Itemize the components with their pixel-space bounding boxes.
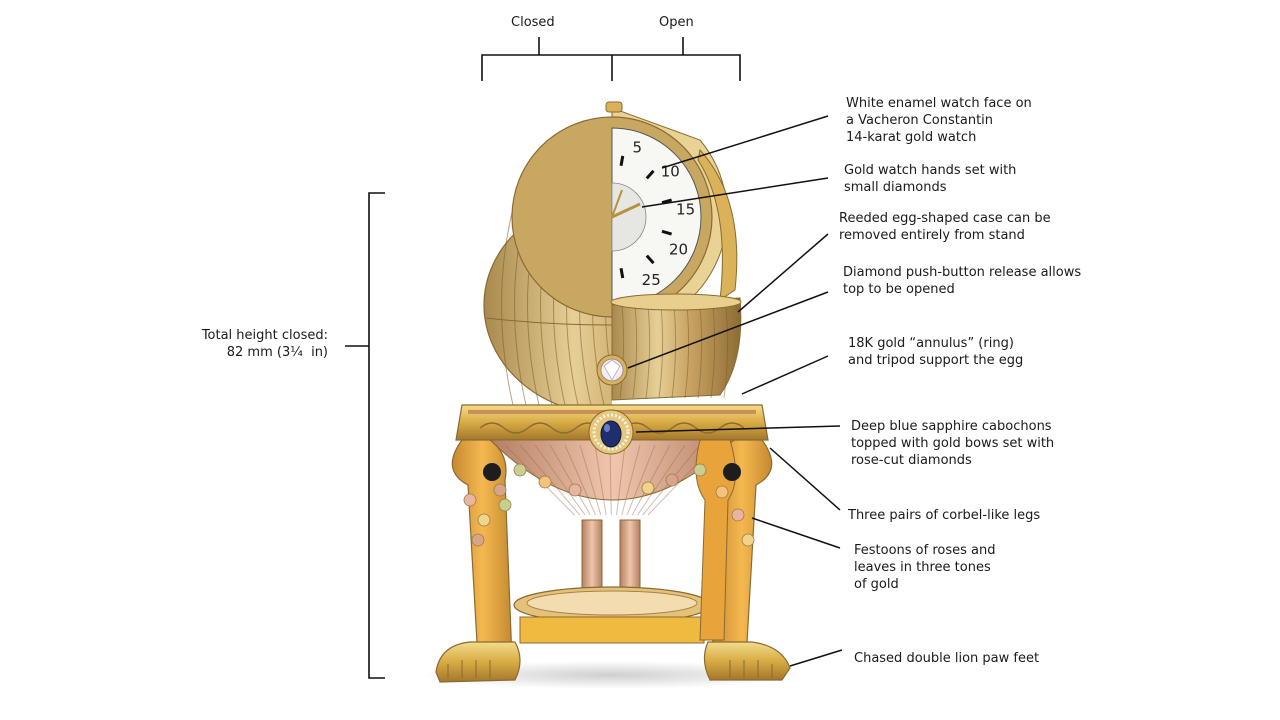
leader-festoons bbox=[751, 517, 841, 549]
open-label: Open bbox=[659, 15, 694, 30]
closed-open-bracket bbox=[481, 37, 741, 81]
callout-egg-case: Reeded egg-shaped case can be removed en… bbox=[839, 211, 1051, 243]
rose-flower bbox=[538, 475, 552, 489]
rose-flower bbox=[741, 533, 755, 547]
sapphire-cabochon bbox=[588, 409, 634, 455]
base-ring bbox=[513, 586, 711, 644]
height-note-line1: Total height closed: bbox=[201, 328, 328, 343]
rose-flower bbox=[693, 463, 707, 477]
egg-lower-body bbox=[610, 293, 742, 401]
leader-legs bbox=[769, 447, 841, 511]
leader-annulus bbox=[741, 355, 829, 395]
rose-flower bbox=[641, 481, 655, 495]
leader-watch-face bbox=[661, 115, 829, 169]
rose-flower bbox=[665, 473, 679, 487]
festoons bbox=[463, 463, 755, 547]
leader-lines bbox=[627, 115, 843, 667]
rose-flower bbox=[463, 493, 477, 507]
lion-paw-feet bbox=[435, 641, 791, 683]
watch-hand-hour bbox=[611, 202, 641, 219]
height-note-line2: 82 mm (3¼ in) bbox=[226, 345, 328, 360]
leader-watch-hands bbox=[641, 177, 829, 208]
central-column bbox=[581, 519, 641, 596]
callout-watch-hands: Gold watch hands set with small diamonds bbox=[844, 163, 1017, 195]
callout-sapphire: Deep blue sapphire cabochons topped with… bbox=[851, 419, 1055, 468]
leader-feet bbox=[789, 649, 843, 667]
callout-legs: Three pairs of corbel-like legs bbox=[848, 508, 1041, 523]
watch-numeral: 20 bbox=[669, 240, 688, 258]
leader-push-button bbox=[627, 291, 829, 369]
callout-annulus: 18K gold “annulus” (ring) and tripod sup… bbox=[848, 336, 1024, 368]
closed-label: Closed bbox=[511, 15, 555, 30]
leader-sapphire bbox=[635, 425, 841, 433]
diamond-push-button bbox=[596, 354, 628, 386]
rose-flower bbox=[498, 498, 512, 512]
callout-festoons: Festoons of roses and leaves in three to… bbox=[854, 543, 996, 592]
leader-egg-case bbox=[737, 233, 829, 313]
rose-flower bbox=[477, 513, 491, 527]
watch-numeral: 15 bbox=[676, 200, 695, 218]
callout-push-button: Diamond push-button release allows top t… bbox=[843, 265, 1082, 297]
callout-feet: Chased double lion paw feet bbox=[854, 651, 1040, 666]
rose-flower bbox=[513, 463, 527, 477]
rose-flower bbox=[568, 483, 582, 497]
rose-flower bbox=[715, 485, 729, 499]
rose-flower bbox=[731, 508, 745, 522]
height-bracket bbox=[345, 192, 385, 679]
rose-flower bbox=[493, 483, 507, 497]
rose-flower bbox=[471, 533, 485, 547]
callout-watch-face: White enamel watch face on a Vacheron Co… bbox=[846, 96, 1032, 145]
watch-numeral: 5 bbox=[633, 138, 643, 156]
watch-numeral: 25 bbox=[642, 271, 661, 289]
watch-hand-minute bbox=[611, 189, 623, 218]
